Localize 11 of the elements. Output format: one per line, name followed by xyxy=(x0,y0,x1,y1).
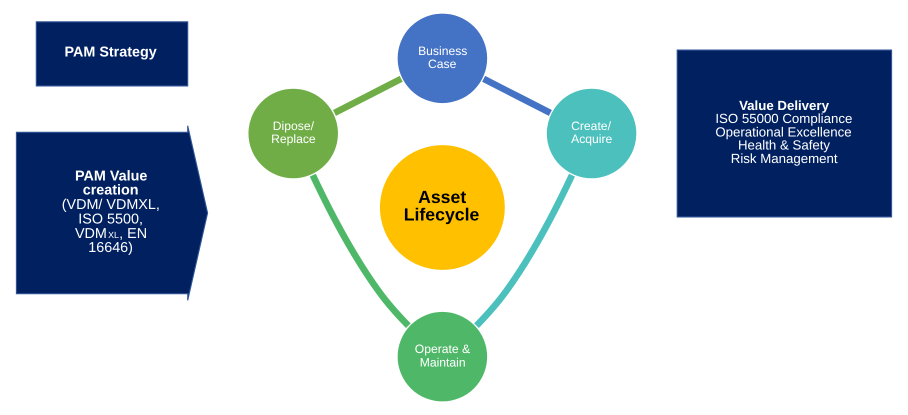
connector xyxy=(310,174,411,328)
connector xyxy=(482,76,552,116)
node-box: PAM Strategy xyxy=(36,21,188,86)
connector xyxy=(332,76,403,116)
node-circle: Business Case xyxy=(395,11,490,106)
node-circle: Create/ Acquire xyxy=(544,86,639,180)
node-circle: Operate & Maintain xyxy=(395,310,490,404)
connector xyxy=(474,174,575,328)
node-circle: Dipose/ Replace xyxy=(246,86,340,180)
node-circle: Asset Lifecycle xyxy=(378,142,508,272)
node-box: Value Delivery ISO 55000 Compliance Operational Excellence Health & Safety Risk Management xyxy=(676,49,892,218)
